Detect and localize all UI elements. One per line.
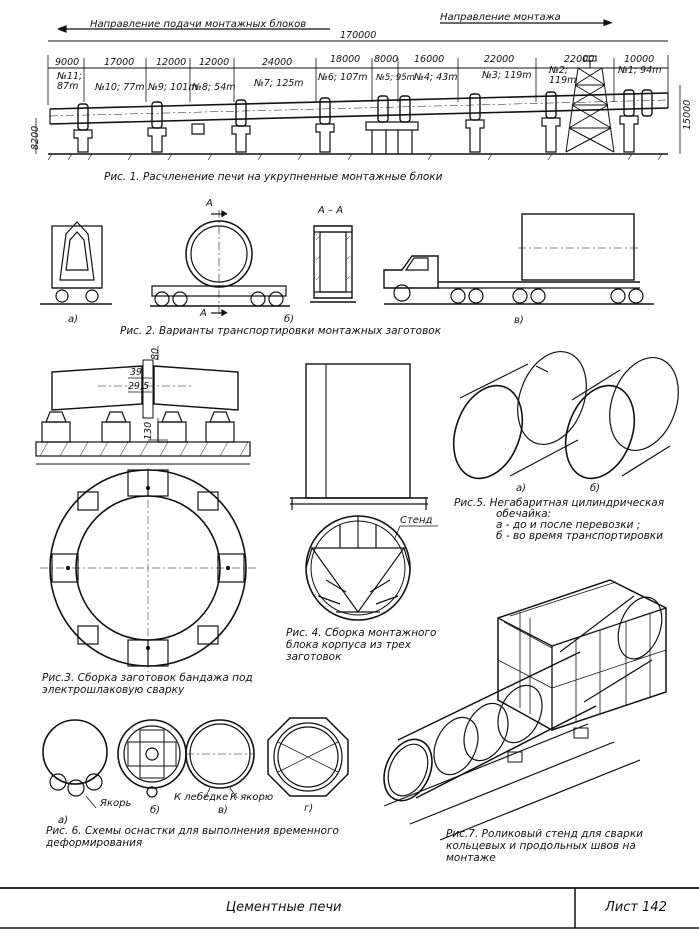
block-label: №1; 94m <box>618 65 662 76</box>
fig7-caption: Рис.7. Роликовый стенд для сварки кольце… <box>446 828 643 864</box>
sheet-title: Цементные печи <box>226 900 342 915</box>
fig6-label-v: в) <box>218 805 228 816</box>
fig5-caption-line1: Рис.5. Негабаритная цилиндрическая <box>454 497 665 509</box>
fig3-tyre-assembly <box>35 346 258 672</box>
height-right-dim: 15000 <box>682 99 693 130</box>
block-label: №8; 54m <box>192 82 236 93</box>
block-label: №4; 43m <box>414 72 458 83</box>
winch-label: К лебедке <box>174 792 229 803</box>
fig2-label-a: а) <box>68 314 79 325</box>
fig1-caption: Рис. 1. Расчленение печи на укрупненные … <box>104 171 443 183</box>
section-view-label: A – A <box>318 205 344 216</box>
fig5-label-a: а) <box>516 483 527 494</box>
title-block <box>0 887 699 929</box>
height-left-dim: 8200 <box>30 125 41 150</box>
block-label: №2; 119m <box>549 65 577 86</box>
feed-direction-label: Направление подачи монтажных блоков <box>90 19 307 30</box>
segment-dim: 17000 <box>104 57 135 68</box>
section-mark-top: A <box>206 198 213 209</box>
fig5-shell-diagram <box>452 350 679 480</box>
total-length-dim: 170000 <box>340 30 377 41</box>
fig4-block-assembly <box>290 363 438 621</box>
segment-dim: 16000 <box>414 54 445 65</box>
fig6-label-b: б) <box>150 805 161 816</box>
fig5-caption-line4: б - во время транспортировки <box>496 530 663 542</box>
stand-label: Стенд <box>400 515 433 526</box>
fig6-caption: Рис. 6. Схемы оснастки для выполнения вр… <box>46 825 339 849</box>
segment-dim: 12000 <box>156 57 187 68</box>
fig2-label-v: в) <box>514 315 524 326</box>
fig6-label-g: г) <box>304 803 314 814</box>
segment-dim: 22000 <box>564 54 595 65</box>
fig5-label-b: б) <box>590 483 601 494</box>
block-label: №9; 101m <box>148 82 198 93</box>
block-label: №7; 125m <box>254 78 304 89</box>
dim-29-5: 29,5 <box>128 381 150 392</box>
segment-dim: 22000 <box>484 54 515 65</box>
fig6-label-a: а) <box>58 815 69 826</box>
fig3-caption: Рис.3. Сборка заготовок бандажа под элек… <box>42 672 253 696</box>
segment-dim: 8000 <box>374 54 399 65</box>
block-label: №10; 77m <box>95 82 145 93</box>
dim-39: 39 <box>130 367 143 378</box>
segment-dim: 24000 <box>262 57 293 68</box>
fig2-caption: Рис. 2. Варианты транспортировки монтажн… <box>120 325 442 337</box>
anchor-label: Якорь <box>100 798 132 809</box>
section-mark-bottom: A <box>200 308 207 319</box>
segment-dim: 12000 <box>199 57 230 68</box>
fig5-caption-line3: а - до и после перевозки ; <box>496 519 641 531</box>
fig1-kiln-diagram <box>35 19 681 161</box>
fig6-rigging-diagram <box>42 717 349 809</box>
to-anchor-label: К якорю <box>230 792 274 803</box>
fig7-roller-stand <box>383 579 667 841</box>
sheet-number: Лист 142 <box>605 900 667 915</box>
fig4-caption: Рис. 4. Сборка монтажного блока корпуса … <box>286 627 437 663</box>
dim-130: 130 <box>143 421 154 440</box>
segment-dim: 10000 <box>624 54 655 65</box>
block-label: №6; 107m <box>318 72 368 83</box>
fig2-label-b: б) <box>284 314 295 325</box>
segment-dim: 9000 <box>55 57 80 68</box>
block-label: №3; 119m <box>482 70 532 81</box>
segment-dim: 18000 <box>330 54 361 65</box>
fig2-transport-diagram <box>40 209 654 318</box>
block-label: №5; 95m <box>376 73 415 83</box>
dim-80: 80 <box>150 347 161 360</box>
fig5-caption-line2: обечайка: <box>496 508 552 520</box>
block-label: №11; 87m <box>57 71 83 92</box>
mount-direction-label: Направление монтажа <box>440 12 561 23</box>
